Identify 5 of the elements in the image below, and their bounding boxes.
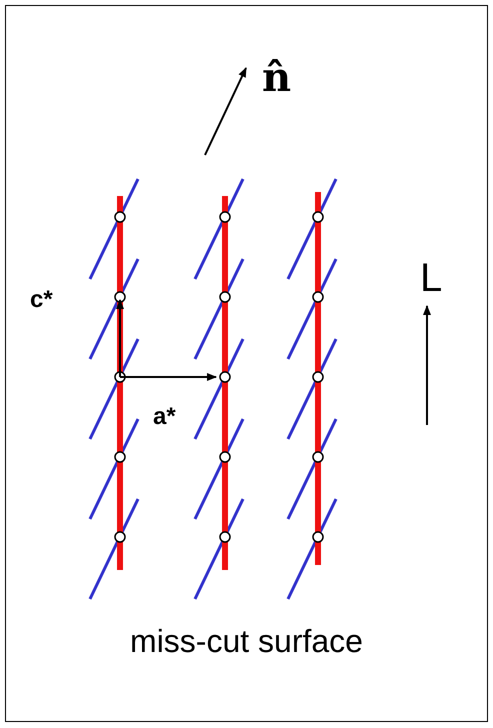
axis-label: L [420, 258, 442, 298]
vector-label: c* [30, 288, 53, 312]
vector-label: a* [153, 405, 176, 429]
caption: miss-cut surface [129, 625, 364, 657]
normal-vector-label: n̂ [262, 58, 292, 98]
